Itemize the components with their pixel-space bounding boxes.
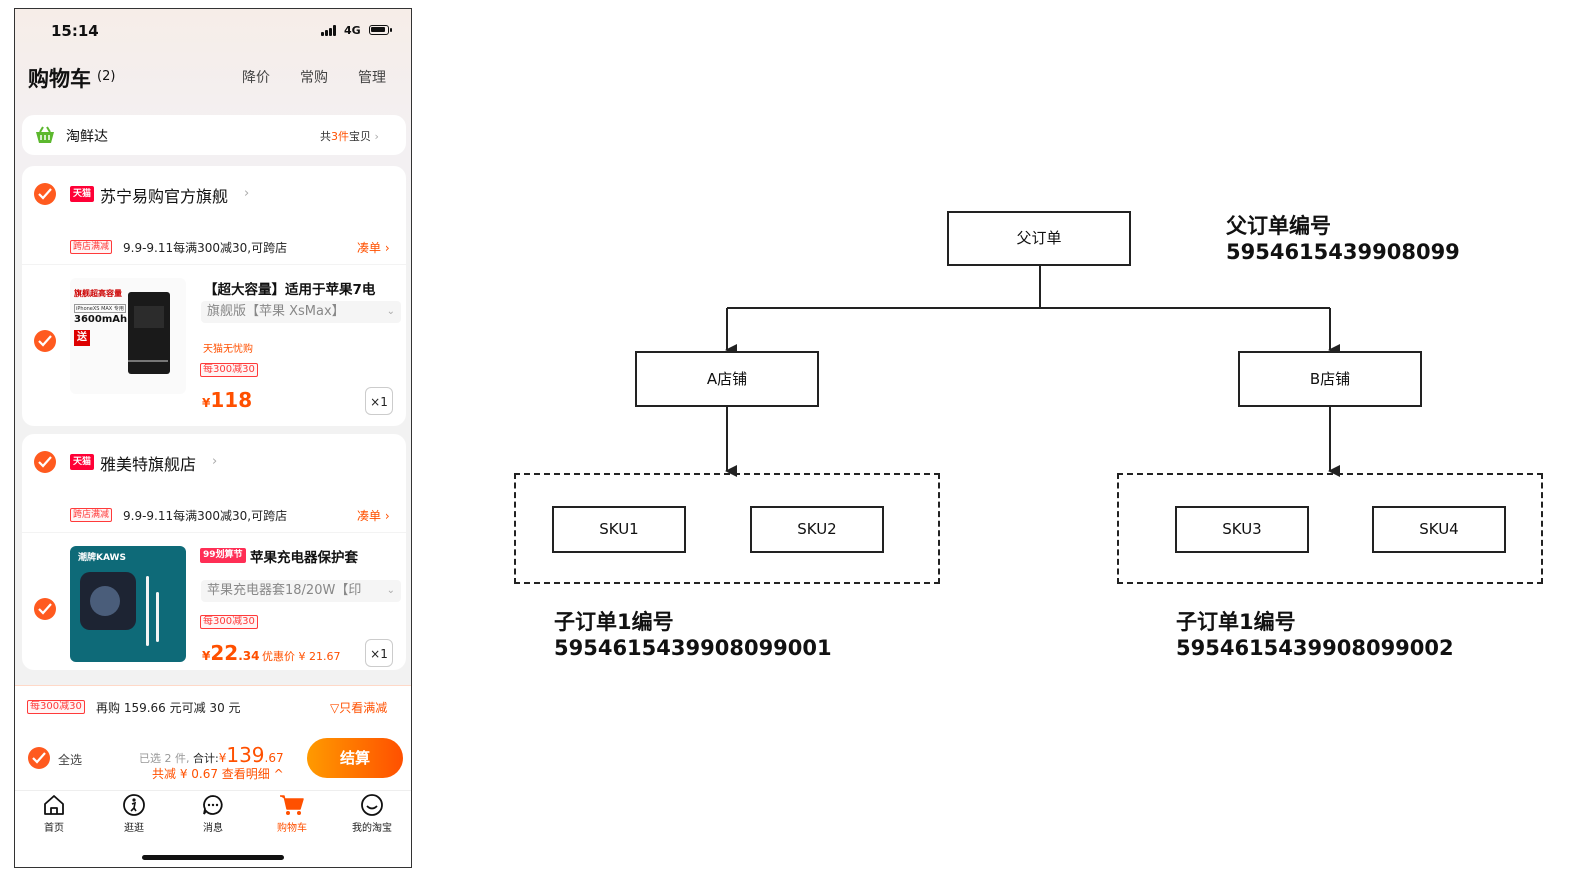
- quantity-button[interactable]: ×1: [365, 387, 393, 415]
- store-a-node: A店铺: [635, 351, 819, 407]
- profile-smile-icon: [361, 794, 383, 816]
- divider: [22, 264, 406, 265]
- product-price: ¥118: [202, 388, 253, 412]
- coupon-price: 优惠价 ¥ 21.67: [262, 650, 341, 663]
- nav-price-drop[interactable]: 降价: [242, 70, 270, 86]
- item-summary: 共3件宝贝 ›: [320, 130, 379, 143]
- child-order-b-number: 5954615439908099002: [1176, 636, 1454, 660]
- promo-text: 9.9-9.11每满300减30,可跨店: [123, 509, 288, 523]
- promo-tag: 跨店满减: [70, 508, 113, 522]
- product-image[interactable]: 潮牌KAWS: [70, 546, 186, 662]
- checkout-button[interactable]: 结算: [307, 738, 403, 778]
- child-order-b-label: 子订单1编号: [1176, 610, 1296, 634]
- total-line: 已选 2 件, 合计:¥139.67: [139, 743, 284, 767]
- child-order-a-number: 5954615439908099001: [554, 636, 832, 660]
- product-checkbox[interactable]: [34, 598, 56, 620]
- tip-text: 再购 159.66 元可减 30 元: [96, 701, 241, 715]
- filter-full-reduction[interactable]: ▽只看满减: [330, 701, 388, 715]
- parent-order-label: 父订单编号: [1226, 214, 1331, 238]
- check-icon: [38, 335, 52, 347]
- phone-screenshot: 15:14 4G 购物车 (2) 降价 常购 管理 淘鲜达 共3件宝贝 › 天猫…: [14, 8, 412, 868]
- sku-node: SKU2: [750, 506, 884, 553]
- discount-tag: 每300减30: [200, 615, 258, 629]
- chevron-right-icon: ›: [212, 454, 218, 469]
- store-name[interactable]: 苏宁易购官方旗舰: [100, 187, 229, 206]
- product-image[interactable]: 旗舰超高容量 iPhoneXS MAX 专用 3600mAh 送: [70, 278, 186, 394]
- store-checkbox[interactable]: [34, 451, 56, 473]
- store-name[interactable]: 雅美特旗舰店: [100, 455, 197, 474]
- promo-text: 9.9-9.11每满300减30,可跨店: [123, 241, 288, 255]
- promo-tag: 跨店满减: [70, 240, 113, 254]
- home-icon: [44, 795, 64, 815]
- sku-node: SKU3: [1175, 506, 1309, 553]
- tab-my-taobao[interactable]: 我的淘宝: [342, 793, 402, 834]
- select-all-checkbox[interactable]: [28, 747, 50, 769]
- battery-icon: [369, 25, 389, 35]
- discount-tip-bar: 每300减30 再购 159.66 元可减 30 元 ▽只看满减: [15, 685, 411, 728]
- page-title: 购物车: [28, 67, 91, 91]
- product-title[interactable]: 【超大容量】适用于苹果7电: [204, 282, 376, 298]
- connector-line: [727, 266, 1330, 309]
- parent-order-number: 5954615439908099: [1226, 240, 1460, 264]
- store-b-node: B店铺: [1238, 351, 1422, 407]
- sku-node: SKU4: [1372, 506, 1506, 553]
- child-order-a-label: 子订单1编号: [554, 610, 674, 634]
- network-type: 4G: [344, 24, 361, 37]
- sku-node: SKU1: [552, 506, 686, 553]
- sku-group-a: [514, 473, 940, 584]
- tab-home[interactable]: 首页: [24, 793, 84, 834]
- basket-icon: [36, 126, 54, 143]
- check-icon: [38, 188, 52, 200]
- checkout-bar: 全选 已选 2 件, 合计:¥139.67 共减 ¥ 0.67 查看明细 ^ 结…: [15, 728, 411, 790]
- service-tag: 天猫无忧购: [203, 344, 253, 355]
- parent-order-node: 父订单: [947, 211, 1131, 266]
- add-items-link[interactable]: 凑单 ›: [357, 241, 390, 255]
- check-icon: [38, 456, 52, 468]
- nav-manage[interactable]: 管理: [358, 70, 386, 86]
- tip-tag: 每300减30: [27, 700, 85, 714]
- taoxianda-name: 淘鲜达: [66, 129, 108, 145]
- store-checkbox[interactable]: [34, 183, 56, 205]
- product-checkbox[interactable]: [34, 330, 56, 352]
- quantity-button[interactable]: ×1: [365, 639, 393, 667]
- festival-badge: 99划算节: [200, 548, 246, 563]
- divider: [22, 532, 406, 533]
- product-price: ¥22.34: [202, 641, 260, 665]
- product-spec[interactable]: 旗舰版【苹果 XsMax】⌄: [201, 301, 401, 323]
- tab-messages[interactable]: 消息: [183, 793, 243, 834]
- add-items-link[interactable]: 凑单 ›: [357, 509, 390, 523]
- message-icon: [203, 795, 223, 815]
- taoxianda-card[interactable]: 淘鲜达 共3件宝贝 ›: [22, 115, 406, 155]
- check-icon: [38, 603, 52, 615]
- cart-icon: [280, 795, 304, 815]
- tab-cart[interactable]: 购物车: [262, 793, 322, 834]
- tab-bar: [15, 790, 411, 867]
- stroll-icon: [123, 794, 145, 816]
- product-spec[interactable]: 苹果充电器套18/20W【印⌄: [201, 580, 401, 602]
- sku-group-b: [1117, 473, 1543, 584]
- store-card-1: 天猫 苏宁易购官方旗舰 › 跨店满减 9.9-9.11每满300减30,可跨店 …: [22, 166, 406, 426]
- check-icon: [32, 752, 46, 764]
- tmall-badge: 天猫: [70, 186, 94, 202]
- savings-detail[interactable]: 共减 ¥ 0.67 查看明细 ^: [152, 767, 284, 781]
- nav-frequent[interactable]: 常购: [300, 70, 328, 86]
- select-all-label: 全选: [58, 753, 83, 767]
- signal-icon: [321, 25, 339, 36]
- discount-tag: 每300减30: [200, 363, 258, 377]
- home-indicator: [142, 855, 284, 860]
- chevron-right-icon: ›: [244, 186, 250, 201]
- store-card-2: 天猫 雅美特旗舰店 › 跨店满减 9.9-9.11每满300减30,可跨店 凑单…: [22, 434, 406, 670]
- status-time: 15:14: [51, 22, 99, 40]
- cart-count: (2): [97, 69, 116, 84]
- tmall-badge: 天猫: [70, 454, 94, 470]
- tab-browse[interactable]: 逛逛: [104, 793, 164, 834]
- product-title[interactable]: 苹果充电器保护套: [250, 550, 358, 566]
